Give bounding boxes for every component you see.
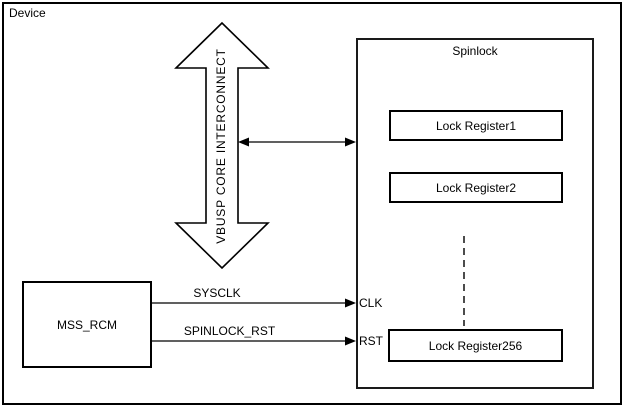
spinlock-title: Spinlock xyxy=(452,44,498,58)
lock-register-256-block: Lock Register256 xyxy=(388,329,563,362)
mss-rcm-block: MSS_RCM xyxy=(22,281,152,368)
mss-rcm-label: MSS_RCM xyxy=(56,317,117,332)
lock-register-2-block: Lock Register2 xyxy=(389,172,563,203)
sysclk-signal-label: SYSCLK xyxy=(193,286,241,300)
interconnect-label: VBUSP CORE INTERCONNECT xyxy=(214,48,228,244)
lock-register-1-label: Lock Register1 xyxy=(435,118,517,133)
lock-register-1-block: Lock Register1 xyxy=(389,110,563,141)
rst-port-label: RST xyxy=(359,334,383,348)
lock-register-256-label: Lock Register256 xyxy=(428,338,523,353)
lock-register-2-label: Lock Register2 xyxy=(435,180,517,195)
spinlock-rst-signal-label: SPINLOCK_RST xyxy=(183,324,276,338)
clk-port-label: CLK xyxy=(359,296,383,310)
spinlock-block xyxy=(356,38,594,389)
device-label: Device xyxy=(9,6,46,20)
